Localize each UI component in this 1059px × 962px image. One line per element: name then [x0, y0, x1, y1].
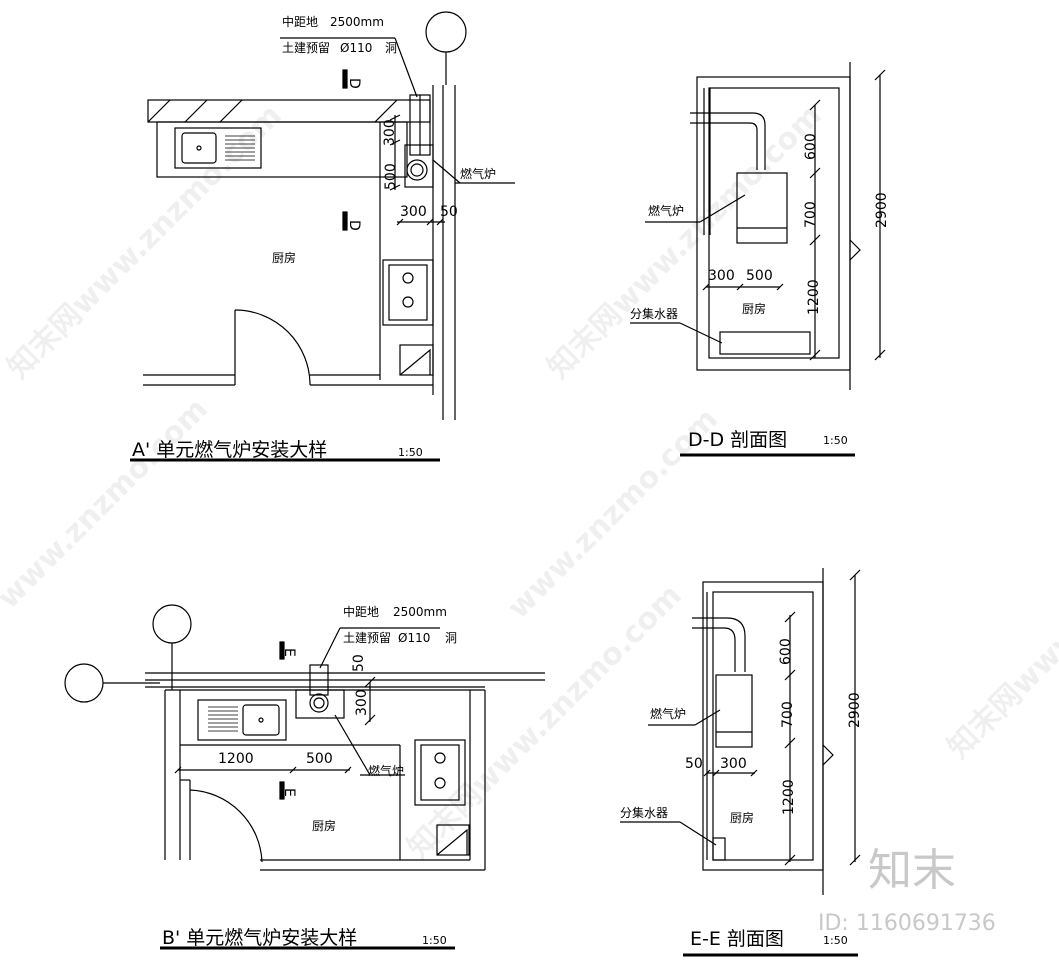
detail-callout-circle — [152, 604, 192, 644]
room-label: 厨房 — [272, 250, 296, 265]
dim-text: 2900 — [847, 692, 863, 728]
heater-label: 燃气炉 — [368, 763, 404, 778]
section-ee — [620, 568, 861, 957]
sink-drain-grid-icon — [225, 135, 255, 161]
section-mark-letter: E — [281, 788, 297, 797]
door-swing-arc — [234, 309, 311, 386]
floor-drain-icon — [436, 824, 470, 856]
sink-icon — [197, 699, 287, 741]
drawing-scale: 1:50 — [823, 434, 848, 447]
drawing-scale: 1:50 — [823, 934, 848, 947]
dim-text: 500 — [306, 751, 333, 767]
manifold-label: 分集水器 — [620, 805, 668, 820]
room-label: 厨房 — [312, 818, 336, 833]
gas-heater-plan-icon — [404, 144, 434, 188]
dim-text: 600 — [778, 638, 794, 665]
heater-label: 燃气炉 — [648, 203, 684, 218]
cooktop-icon — [414, 739, 466, 806]
manifold-icon — [719, 331, 811, 355]
counter-cabinet — [156, 121, 408, 178]
drawing-title: D-D 剖面图 — [688, 429, 787, 451]
note-height-value: 2500mm — [330, 15, 384, 29]
drawing-scale: 1:50 — [398, 446, 423, 459]
drawing-title: B' 单元燃气炉安装大样 — [162, 927, 357, 949]
sink-icon — [174, 127, 262, 169]
detail-callout-circle — [64, 663, 104, 703]
watermark-text: 知末网www.znzmo.com — [1, 98, 289, 386]
dim-text: 50 — [351, 654, 367, 672]
gas-heater-icon — [736, 172, 788, 244]
dim-text: 2900 — [874, 192, 890, 228]
note-hole-label: 土建预留 — [282, 41, 330, 55]
counter-top — [147, 99, 431, 123]
dim-text: 300 — [382, 119, 398, 146]
flue-pipe — [309, 664, 329, 696]
dim-text: 700 — [803, 201, 819, 228]
sink-drain-grid-icon — [208, 706, 238, 732]
branding: 知末 ID: 1160691736 — [818, 845, 996, 936]
dim-text: 1200 — [781, 779, 797, 815]
door-swing-arc — [189, 789, 263, 863]
section-mark-letter: D — [346, 78, 362, 89]
section-outline — [702, 581, 824, 871]
note-height-value: 2500mm — [393, 605, 447, 619]
plan-a — [130, 11, 515, 462]
dim-text: 1200 — [218, 751, 254, 767]
manifold-icon — [712, 837, 726, 861]
watermark-text: 知末网www.znzmo.com — [941, 478, 1059, 766]
heater-label: 燃气炉 — [460, 166, 496, 181]
dim-text: 50 — [440, 204, 458, 220]
resource-id: ID: 1160691736 — [818, 911, 996, 936]
watermark-text: www.znzmo.com — [0, 392, 215, 616]
drawing-title: A' 单元燃气炉安装大样 — [132, 439, 327, 461]
dim-text: 50 — [685, 756, 703, 772]
room-label: 厨房 — [742, 301, 766, 316]
heater-label: 燃气炉 — [650, 706, 686, 721]
note-hole-value: Ø110 — [340, 41, 372, 55]
dim-text: 700 — [780, 701, 796, 728]
plan-b — [64, 604, 545, 950]
section-dd-text: 燃气炉 分集水器 厨房 600 700 1200 2900 300 500 D-… — [630, 133, 890, 451]
watermark-text: 知末网www.znzmo.com — [541, 98, 829, 386]
manifold-label: 分集水器 — [630, 306, 678, 321]
section-mark-bar — [342, 69, 348, 89]
watermark-layer: 知末网www.znzmo.com 知末网www.znzmo.com www.zn… — [0, 98, 1059, 866]
section-mark-letter: D — [346, 220, 362, 231]
dim-text: 300 — [720, 756, 747, 772]
dim-text: 300 — [354, 689, 370, 716]
drawing-title: E-E 剖面图 — [690, 928, 784, 950]
dim-text: 300 — [708, 268, 735, 284]
note-height-label: 中距地 — [343, 604, 379, 619]
drawing-scale: 1:50 — [422, 934, 447, 947]
note-hole-suffix: 洞 — [445, 631, 457, 645]
floor-drain-icon — [399, 344, 434, 376]
dim-text: 600 — [803, 133, 819, 160]
dim-text: 300 — [400, 204, 427, 220]
section-dd — [630, 62, 886, 457]
section-mark-bar — [342, 211, 348, 231]
note-hole-value: Ø110 — [398, 631, 430, 645]
plan-a-text: 中距地 2500mm 土建预留 Ø110 洞 燃气炉 厨房 D D 500 30… — [132, 14, 496, 461]
note-height-label: 中距地 — [282, 14, 318, 29]
section-mark-bar — [279, 641, 285, 660]
dim-text: 1200 — [806, 279, 822, 315]
plan-b-text: 中距地 2500mm 土建预留 Ø110 洞 燃气炉 厨房 E E 1200 5… — [162, 604, 457, 949]
gas-heater-icon — [715, 674, 753, 748]
section-mark-bar — [279, 781, 285, 800]
note-hole-label: 土建预留 — [343, 631, 391, 645]
dim-text: 500 — [746, 268, 773, 284]
section-mark-letter: E — [281, 648, 297, 657]
section-ee-text: 燃气炉 分集水器 厨房 600 700 1200 2900 50 300 E-E… — [620, 638, 863, 950]
dim-text: 500 — [383, 163, 399, 190]
detail-callout-circle — [425, 11, 467, 53]
gas-heater-plan-icon — [295, 689, 345, 719]
room-label: 厨房 — [730, 810, 754, 825]
note-hole-suffix: 洞 — [385, 41, 397, 55]
site-logo: 知末 — [868, 845, 956, 896]
cooktop-icon — [382, 259, 434, 326]
